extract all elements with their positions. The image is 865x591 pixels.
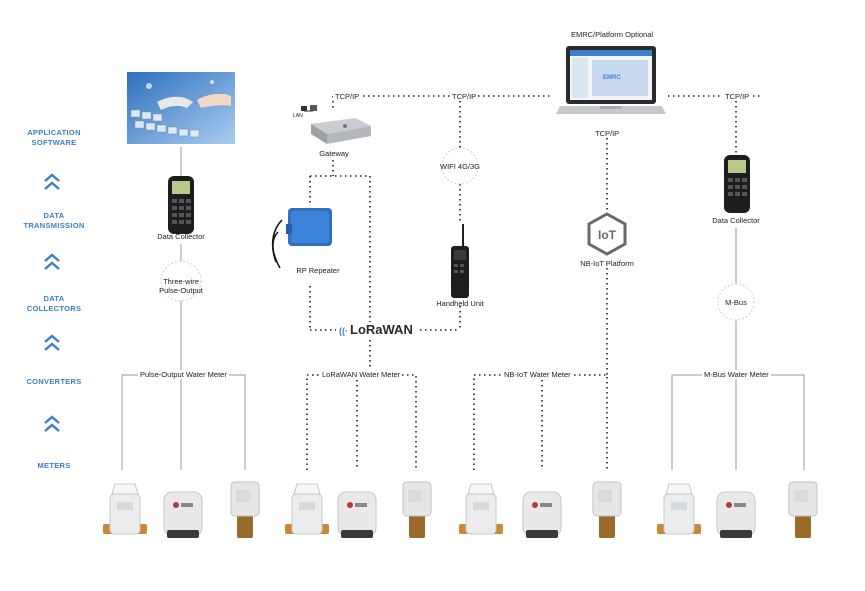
lorawan-meter-vertical	[402, 481, 432, 539]
emrc-screen-label: EMRC	[603, 75, 621, 81]
mbus-meter-vertical	[788, 481, 818, 539]
gateway-icon	[311, 118, 371, 144]
nbiot-meter-vertical	[592, 481, 622, 539]
tcp-ip-label-3: TCP/IP	[593, 129, 622, 138]
layer-data-transmission: DATA TRANSMISSION	[23, 211, 85, 230]
layer-converters: CONVERTERS	[26, 377, 82, 386]
lan-devices-icon	[301, 105, 317, 112]
rp-repeater-icon	[271, 208, 332, 269]
svg-text:IoT: IoT	[598, 228, 617, 242]
lorawan-meter-brass	[284, 483, 330, 535]
application-software-image	[127, 72, 235, 144]
mbus-meters	[656, 481, 818, 539]
wireless-signal-icon: ((·	[339, 326, 348, 336]
nbiot-meter-brass	[458, 483, 504, 535]
tcp-ip-label-4: TCP/IP	[723, 92, 752, 101]
group-mbus: M-Bus Water Meter	[702, 370, 771, 379]
laptop-icon	[556, 46, 666, 114]
handheld-label: Handheld Unit	[436, 299, 484, 308]
lorawan-label: LoRaWAN	[350, 322, 413, 337]
pulse-output-meter-vertical	[230, 481, 260, 539]
lorawan-meter-drum	[337, 491, 377, 539]
nbiot-meter-drum	[522, 491, 562, 539]
lan-label: LAN	[293, 113, 303, 119]
gateway-label: Gateway	[319, 149, 349, 158]
nbiot-meters	[458, 481, 622, 539]
layer-application-software: APPLICATION SOFTWARE	[27, 128, 81, 147]
pulse-output-meter-drum	[163, 491, 203, 539]
mbus-meter-brass	[656, 483, 702, 535]
layer-meters: METERS	[37, 461, 71, 470]
data-collector-right-icon	[724, 155, 750, 213]
data-collector-left-label: Data Collector	[157, 232, 205, 241]
double-chevron-up-icon	[44, 253, 60, 270]
handheld-unit-icon	[451, 224, 469, 298]
tcp-ip-label-2: TCP/IP	[450, 92, 479, 101]
mbus-label: M-Bus	[725, 298, 747, 307]
three-wire-label: Three-wire Pulse-Output	[159, 277, 203, 295]
iot-hexagon-icon: IoT	[587, 212, 627, 256]
group-nbiot: NB-IoT Water Meter	[502, 370, 573, 379]
data-collector-right-label: Data Collector	[712, 216, 760, 225]
wifi-label: WIFI 4G/3G	[439, 162, 480, 171]
pulse-output-meters	[102, 481, 260, 539]
nbiot-platform-label: NB-IoT Platform	[580, 259, 634, 268]
lorawan-meters	[284, 481, 432, 539]
double-chevron-up-icon	[44, 173, 60, 190]
double-chevron-up-icon	[44, 415, 60, 432]
group-pulse-output: Pulse-Output Water Meter	[138, 370, 229, 379]
data-collector-left-icon	[168, 176, 194, 234]
group-lorawan: LoRaWAN Water Meter	[320, 370, 403, 379]
layer-data-collectors: DATA COLLECTORS	[26, 294, 82, 313]
meters-row	[102, 481, 818, 539]
emrc-label: EMRC/Platform Optional	[570, 30, 654, 39]
double-chevron-up-icon	[44, 334, 60, 351]
rp-repeater-label: RP Repeater	[296, 266, 340, 275]
lorawan-logo: ((·LoRaWAN	[336, 322, 416, 337]
pulse-output-meter-brass	[102, 483, 148, 535]
tcp-ip-label-1: TCP/IP	[333, 92, 362, 101]
mbus-meter-drum	[716, 491, 756, 539]
